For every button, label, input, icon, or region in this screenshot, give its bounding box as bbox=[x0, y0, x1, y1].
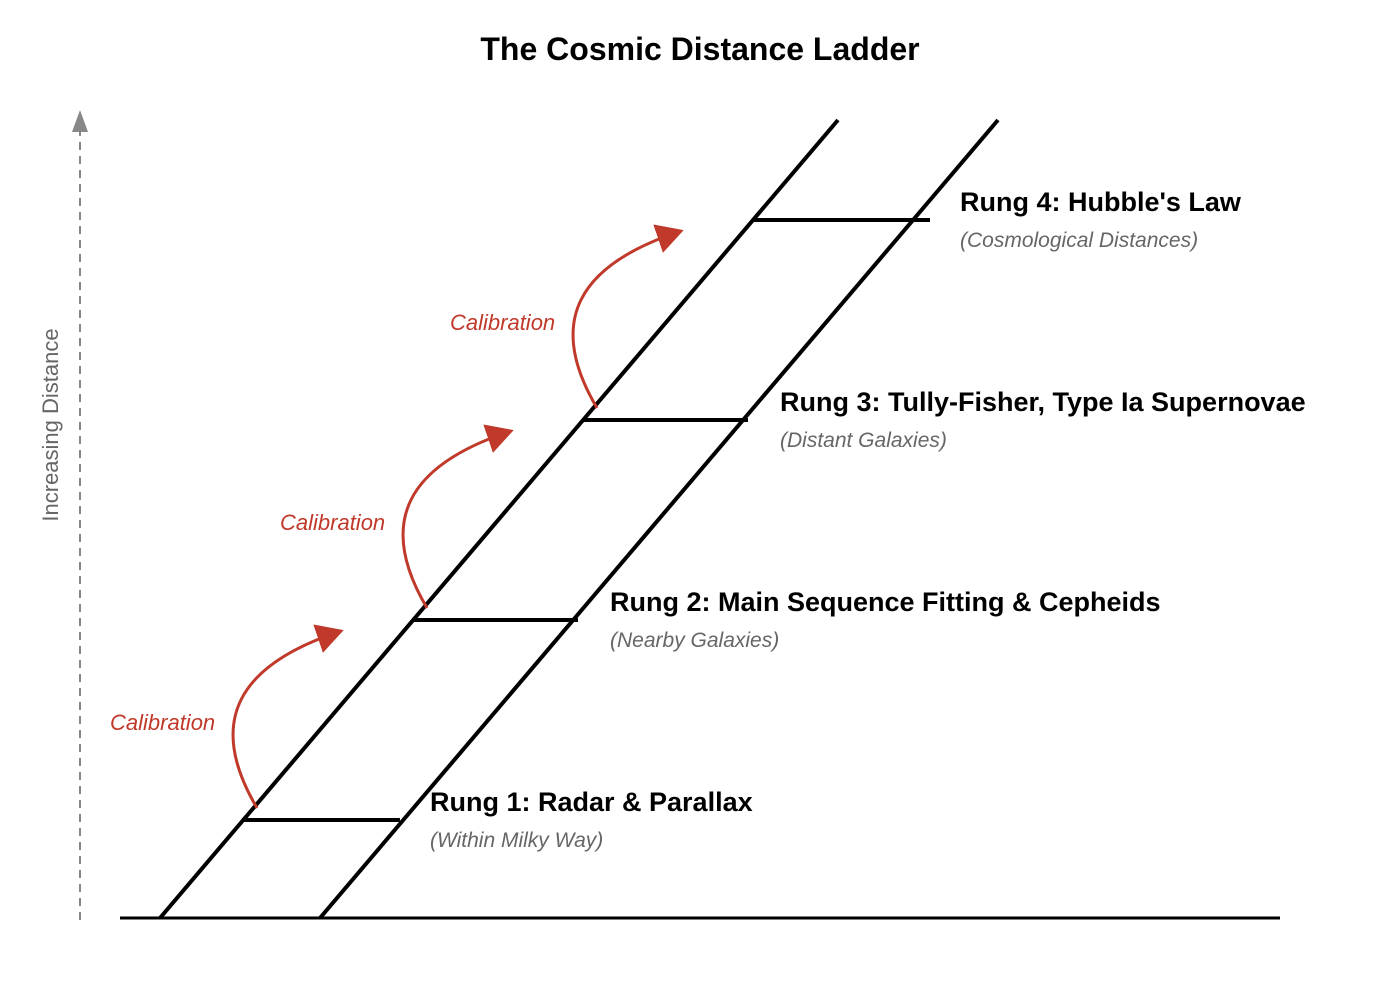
diagram-title: The Cosmic Distance Ladder bbox=[480, 31, 919, 67]
rung-4-sublabel: (Cosmological Distances) bbox=[960, 229, 1198, 252]
calibration-arrow-3 bbox=[571, 224, 684, 409]
rung-1-sublabel: (Within Milky Way) bbox=[430, 829, 603, 852]
calibration-label-1: Calibration bbox=[110, 710, 215, 735]
ladder-left-rail bbox=[158, 118, 840, 920]
rung-3-label: Rung 3: Tully-Fisher, Type Ia Supernovae bbox=[780, 387, 1306, 417]
calibration-label-2: Calibration bbox=[280, 510, 385, 535]
distance-axis-arrowhead bbox=[72, 110, 88, 132]
rung-4-label: Rung 4: Hubble's Law bbox=[960, 187, 1242, 217]
rung-2-sublabel: (Nearby Galaxies) bbox=[610, 629, 779, 652]
calibration-arrow-1 bbox=[231, 624, 344, 809]
rung-2-label: Rung 2: Main Sequence Fitting & Cepheids bbox=[610, 587, 1161, 617]
rung-3-sublabel: (Distant Galaxies) bbox=[780, 429, 947, 452]
distance-axis-label: Increasing Distance bbox=[38, 328, 63, 521]
ladder-right-rail bbox=[318, 118, 1000, 920]
calibration-label-3: Calibration bbox=[450, 310, 555, 335]
calibration-arrow-2 bbox=[401, 424, 514, 609]
rung-1-label: Rung 1: Radar & Parallax bbox=[430, 787, 753, 817]
